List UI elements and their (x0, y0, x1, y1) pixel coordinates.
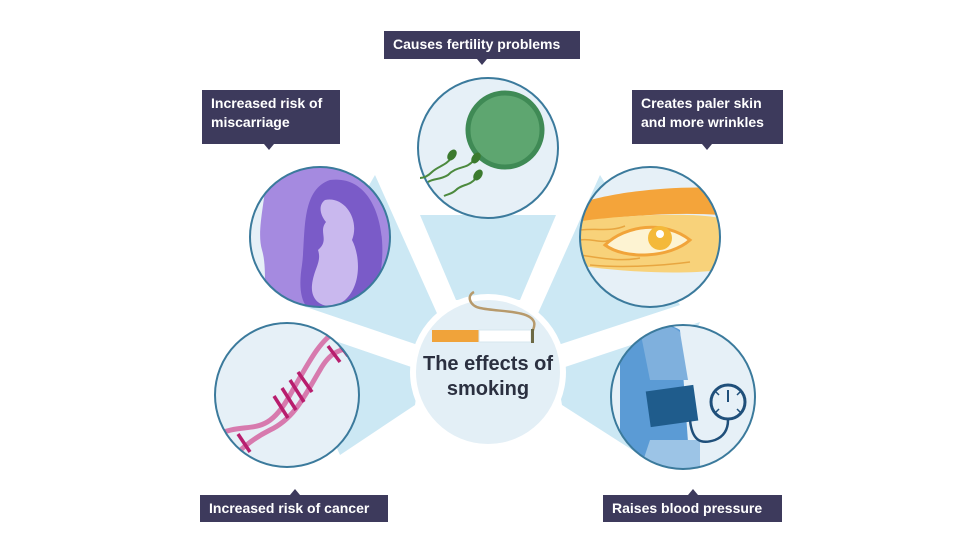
beam-fertility (420, 215, 556, 300)
label-fertility-text: Causes fertility problems (393, 36, 561, 52)
label-skin: Creates paler skin and more wrinkles .la… (632, 90, 783, 150)
wrinkled-eye-icon (580, 187, 720, 273)
label-blood-pressure: Raises blood pressure .label-box[data-na… (603, 489, 782, 522)
label-cancer-text: Increased risk of cancer (209, 500, 370, 516)
label-skin-line2: and more wrinkles (641, 114, 764, 130)
label-cancer: Increased risk of cancer .label-box[data… (200, 489, 388, 522)
label-miscarriage-line2: miscarriage (211, 114, 290, 130)
cigarette-icon (432, 290, 536, 343)
label-skin-line1: Creates paler skin (641, 95, 762, 111)
center-title-line2: smoking (446, 378, 530, 400)
blood-pressure-cuff-icon (620, 325, 747, 469)
label-miscarriage-line1: Increased risk of (211, 95, 323, 111)
label-blood-pressure-text: Raises blood pressure (612, 500, 763, 516)
node-skin (579, 166, 721, 308)
node-miscarriage (249, 166, 391, 308)
node-fertility (417, 77, 559, 219)
node-blood-pressure (610, 324, 756, 470)
center-title: The effects of smoking (403, 352, 573, 402)
node-cancer (214, 322, 360, 468)
center-node (410, 290, 566, 450)
egg-and-sperm-icon (419, 90, 545, 197)
center-title-line1: The effects of (422, 353, 554, 375)
label-miscarriage: Increased risk of miscarriage .label-box… (202, 90, 340, 150)
fetus-icon (260, 167, 390, 307)
label-fertility: Causes fertility problems .label-box[dat… (384, 31, 580, 65)
